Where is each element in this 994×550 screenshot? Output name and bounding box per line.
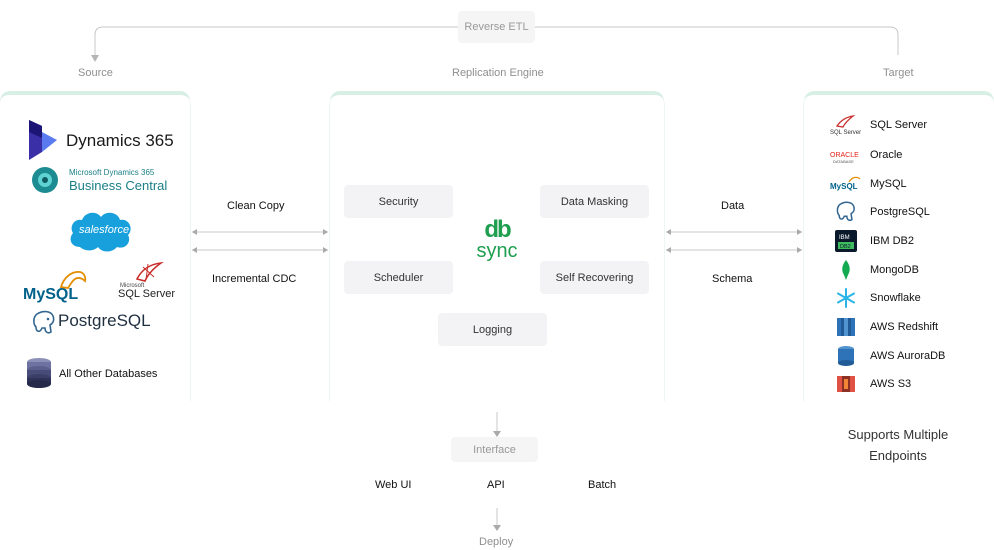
engine-panel: Security Data Masking Scheduler Self Rec… [329, 91, 665, 401]
target-name: PostgreSQL [870, 206, 930, 218]
interface-arrow [493, 412, 501, 437]
reverse-etl-loop [91, 26, 899, 62]
dbsync-logo: db sync [470, 216, 524, 262]
database-stack-icon [27, 358, 51, 388]
target-name: MongoDB [870, 264, 919, 276]
svg-text:IBM: IBM [839, 235, 850, 241]
target-item: Snowflake [829, 287, 921, 309]
target-header: Target [883, 67, 914, 79]
svg-text:DATABASE: DATABASE [833, 159, 854, 164]
api-label: API [487, 479, 505, 491]
postgresql-icon [33, 310, 55, 334]
source-panel: Dynamics 365 Microsoft Dynamics 365 Busi… [0, 91, 191, 401]
dbsync-logo-mark: db [484, 216, 511, 243]
target-item: SQL Server SQL Server [829, 114, 927, 136]
target-name: MySQL [870, 178, 907, 190]
target-name: IBM DB2 [870, 235, 915, 247]
reverse-etl-badge: Reverse ETL [458, 11, 535, 43]
schema-label: Schema [712, 273, 753, 285]
target-item: MongoDB [829, 259, 919, 281]
dynamics-365-label: Dynamics 365 [66, 131, 174, 150]
target-name: AWS Redshift [870, 321, 939, 333]
data-masking-box: Data Masking [540, 185, 649, 218]
ibm-db2-icon: IBM DB2 [829, 230, 863, 252]
aws-s3-icon [829, 373, 863, 395]
target-name: Snowflake [870, 292, 921, 304]
mysql-logo-label: MySQL [23, 286, 79, 303]
left-arrows [192, 229, 328, 253]
target-name: SQL Server [870, 119, 928, 131]
interface-badge: Interface [451, 437, 538, 462]
sqlserver-small-label: Microsoft [120, 283, 145, 289]
mysql-icon: MySQL [829, 173, 863, 195]
web-ui-label: Web UI [375, 479, 412, 491]
dynamics-365-icon [29, 120, 57, 160]
deploy-arrow [493, 508, 501, 531]
svg-text:MySQL: MySQL [830, 182, 858, 191]
deploy-label: Deploy [479, 536, 514, 548]
target-item: IBM DB2 IBM DB2 [829, 230, 914, 252]
logging-box: Logging [438, 313, 547, 346]
sqlserver-icon [135, 261, 164, 282]
supports-multiple-endpoints: Supports Multiple Endpoints [828, 424, 968, 466]
all-other-databases-label: All Other Databases [59, 368, 158, 380]
target-name: AWS S3 [870, 378, 912, 390]
supports-line-2: Endpoints [869, 448, 927, 463]
sqlserver-label: SQL Server [118, 288, 176, 300]
source-header: Source [78, 67, 113, 79]
scheduler-box: Scheduler [344, 261, 453, 294]
right-arrows [666, 229, 802, 253]
target-name: Oracle [870, 149, 903, 161]
target-name: AWS AuroraDB [870, 350, 946, 362]
clean-copy-label: Clean Copy [227, 200, 285, 212]
business-central-label: Business Central [69, 178, 168, 193]
target-item: AWS Redshift [829, 316, 938, 338]
business-central-icon [32, 167, 58, 193]
sqlserver-icon: SQL Server [829, 114, 863, 136]
target-item: MySQL MySQL [829, 173, 907, 195]
mysql-dolphin-icon [59, 271, 87, 289]
self-recovering-box: Self Recovering [540, 261, 649, 294]
target-item: PostgreSQL [829, 201, 930, 223]
data-label: Data [721, 200, 745, 212]
target-item: AWS S3 [829, 373, 911, 395]
dbsync-logo-word: sync [476, 240, 518, 262]
svg-text:SQL Server: SQL Server [830, 130, 861, 136]
snowflake-icon [829, 287, 863, 309]
aws-redshift-icon [829, 316, 863, 338]
incremental-cdc-label: Incremental CDC [212, 273, 297, 285]
supports-line-1: Supports Multiple [847, 427, 949, 442]
postgresql-icon [829, 201, 863, 223]
target-item: AWS AuroraDB [829, 345, 945, 367]
salesforce-label: salesforce [79, 224, 130, 236]
engine-header: Replication Engine [452, 67, 544, 79]
mongodb-icon [829, 259, 863, 281]
postgresql-label: PostgreSQL [58, 311, 151, 330]
svg-text:ORACLE: ORACLE [830, 152, 859, 159]
salesforce-icon [70, 212, 131, 252]
aws-auroradb-icon [829, 345, 863, 367]
business-central-small-label: Microsoft Dynamics 365 [69, 168, 155, 177]
svg-text:DB2: DB2 [840, 244, 851, 250]
batch-label: Batch [588, 479, 617, 491]
security-box: Security [344, 185, 453, 218]
